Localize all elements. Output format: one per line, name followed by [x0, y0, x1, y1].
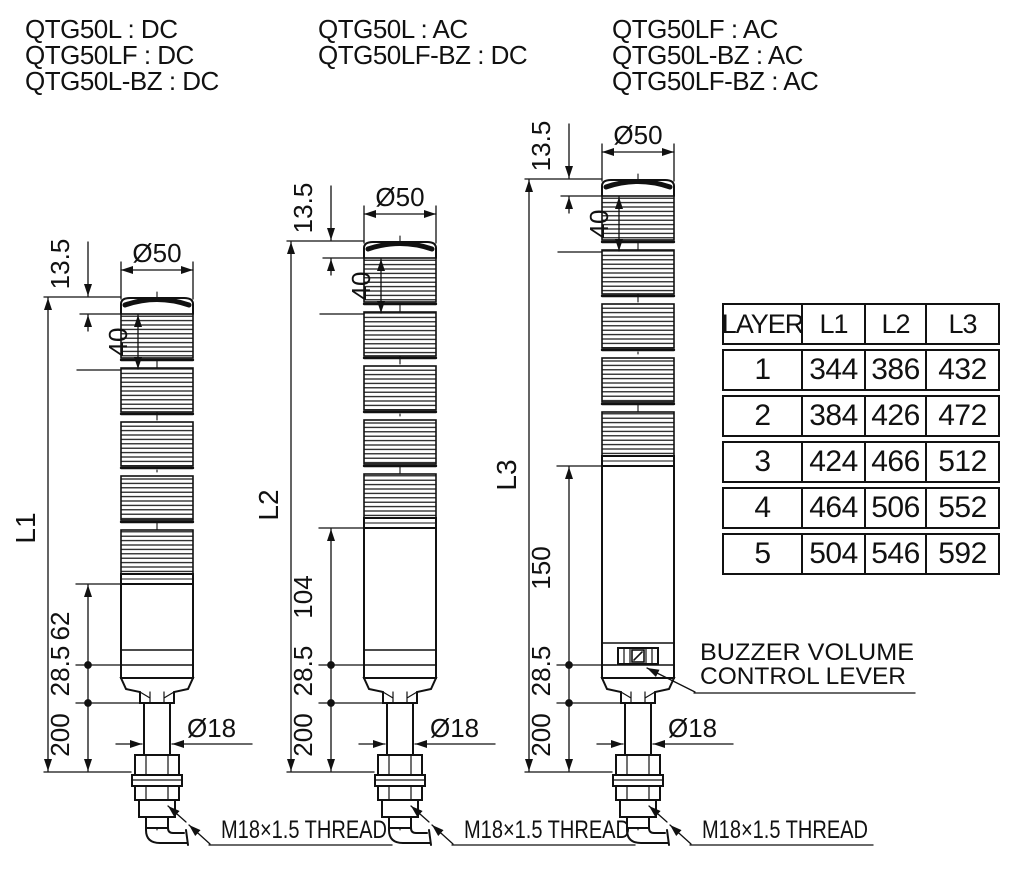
dimension-lines [525, 123, 916, 846]
tower-drawing-1: Ø50 13.5 40 L1 62 28.5 200 Ø18 M18×1.5 T… [10, 238, 393, 846]
dim-pole-length: 200 [526, 713, 556, 756]
model-line: QTG50L-BZ : DC [25, 66, 219, 96]
thread-note: M18×1.5 THREAD [702, 816, 868, 844]
dim-total-height: L1 [10, 512, 41, 543]
tower-body [363, 527, 437, 679]
dim-cap-height: 13.5 [526, 121, 556, 172]
dim-pole-length: 200 [45, 713, 75, 756]
buzzer-note-line1: BUZZER VOLUME [700, 639, 914, 666]
table-row: 4 464 506 552 [722, 487, 1000, 529]
dim-module-height: 40 [103, 328, 133, 357]
dim-module-height: 40 [584, 210, 614, 239]
table-row: 3 424 466 512 [722, 441, 1000, 483]
tower-cap [602, 180, 674, 196]
cell-l2: 426 [864, 397, 925, 435]
dim-mount-height: 28.5 [288, 646, 318, 697]
tower-drawing-3: Ø50 13.5 40 L3 150 28.5 200 Ø18 M18×1.5 … [491, 120, 916, 846]
dim-body-height: 104 [288, 575, 318, 618]
dim-pole-diameter: Ø18 [430, 713, 479, 743]
model-line: QTG50L : DC [25, 14, 178, 44]
table-row: 1 344 386 432 [722, 349, 1000, 391]
buzzer-note-line2: CONTROL LEVER [700, 663, 906, 690]
tower-drawing-2: Ø50 13.5 40 L2 104 28.5 200 Ø18 M18×1.5 … [253, 182, 636, 846]
table-header-row: LAYER L1 L2 L3 [722, 303, 1000, 345]
column-header-l3: L3 [925, 305, 998, 343]
cell-l1: 384 [801, 397, 864, 435]
dim-pole-length: 200 [288, 713, 318, 756]
dim-top-diameter: Ø50 [613, 120, 662, 150]
column-header-l2: L2 [864, 305, 925, 343]
dim-body-height: 150 [526, 546, 556, 589]
tower-body [120, 583, 194, 679]
layer-length-table: LAYER L1 L2 L3 1 344 386 432 2 384 426 4… [722, 303, 1000, 575]
model-line: QTG50LF : DC [25, 40, 194, 70]
model-line: QTG50LF : AC [612, 14, 778, 44]
cell-l1: 424 [801, 443, 864, 481]
dim-mount-height: 28.5 [45, 646, 75, 697]
dimension-lines [44, 241, 393, 846]
cell-l2: 506 [864, 489, 925, 527]
model-line: QTG50LF-BZ : DC [318, 40, 528, 70]
cell-l3: 512 [925, 443, 998, 481]
column-header-l1: L1 [801, 305, 864, 343]
model-line: QTG50LF-BZ : AC [612, 66, 819, 96]
tower-cap [121, 298, 193, 314]
thread-note: M18×1.5 THREAD [221, 816, 387, 844]
cell-l1: 504 [801, 535, 864, 573]
cell-l3: 592 [925, 535, 998, 573]
cell-l3: 432 [925, 351, 998, 389]
cell-l2: 546 [864, 535, 925, 573]
cell-l2: 386 [864, 351, 925, 389]
cell-layer: 2 [754, 399, 771, 432]
dim-pole-diameter: Ø18 [668, 713, 717, 743]
dim-mount-height: 28.5 [526, 646, 556, 697]
dim-total-height: L3 [491, 459, 522, 490]
dim-total-height: L2 [253, 489, 284, 520]
dimension-lines [287, 185, 636, 846]
cell-layer: 5 [754, 537, 771, 570]
cell-layer: 3 [754, 445, 771, 478]
dim-top-diameter: Ø50 [132, 238, 181, 268]
extension-lines [43, 261, 194, 773]
dim-body-height: 62 [45, 612, 75, 641]
tower-body [601, 465, 675, 679]
table-row: 5 504 546 592 [722, 533, 1000, 575]
cell-l1: 344 [801, 351, 864, 389]
cell-l1: 464 [801, 489, 864, 527]
cell-l2: 466 [864, 443, 925, 481]
cell-layer: 1 [754, 353, 771, 386]
dim-module-height: 40 [346, 272, 376, 301]
dim-cap-height: 13.5 [45, 239, 75, 290]
table-row: 2 384 426 472 [722, 395, 1000, 437]
dim-pole-diameter: Ø18 [187, 713, 236, 743]
cell-l3: 472 [925, 397, 998, 435]
buzzer-volume-lever [617, 647, 659, 665]
cell-l3: 552 [925, 489, 998, 527]
column-header-layer: LAYER [721, 308, 805, 339]
tower-cap [364, 242, 436, 258]
cell-layer: 4 [754, 491, 771, 524]
dim-cap-height: 13.5 [288, 183, 318, 234]
dim-top-diameter: Ø50 [375, 182, 424, 212]
thread-note: M18×1.5 THREAD [464, 816, 630, 844]
model-line: QTG50L : AC [318, 14, 468, 44]
model-line: QTG50L-BZ : AC [612, 40, 803, 70]
